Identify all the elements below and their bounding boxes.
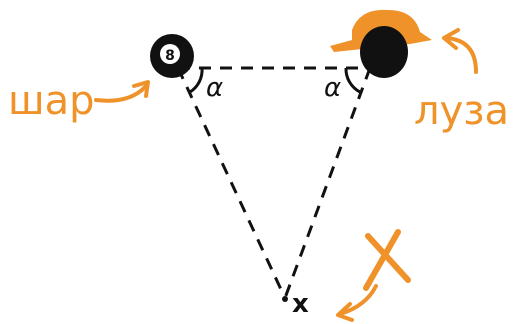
target-big-label: X (0, 0, 1, 1)
arrow-to-pocket-icon (442, 28, 478, 74)
angle-label-right: α (324, 73, 341, 103)
ball-label: шар (8, 78, 95, 124)
target-dot (282, 296, 288, 302)
arrow-to-ball-icon (94, 80, 150, 103)
angle-label-left: α (206, 73, 223, 103)
target-small-label: x (292, 289, 309, 319)
ball-number: 8 (165, 48, 175, 64)
dashed-line-ball-x (176, 67, 287, 299)
target-big-x-icon (363, 229, 411, 291)
arrow-to-target-icon (336, 284, 378, 322)
pocket-label: луза (414, 88, 509, 134)
eight-ball-icon: 8 (150, 34, 194, 78)
pocket-icon (330, 9, 432, 78)
angle-arc-right (344, 67, 361, 94)
angle-arc-left (189, 67, 204, 94)
